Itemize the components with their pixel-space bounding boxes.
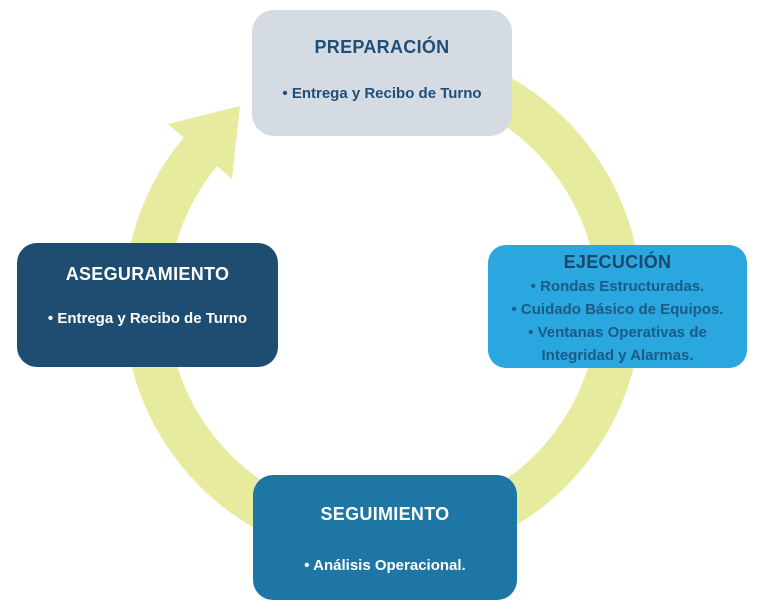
node-item: • Rondas Estructuradas.	[530, 278, 705, 295]
node-seguimiento: SEGUIMIENTO • Análisis Operacional.	[253, 475, 517, 600]
node-ejecucion: EJECUCIÓN • Rondas Estructuradas. • Cuid…	[488, 245, 747, 368]
node-aseguramiento-items: • Entrega y Recibo de Turno	[17, 310, 278, 327]
node-aseguramiento: ASEGURAMIENTO • Entrega y Recibo de Turn…	[17, 243, 278, 367]
node-preparacion-title: PREPARACIÓN	[314, 37, 450, 57]
cycle-arrow-head-icon	[168, 106, 240, 179]
node-ejecucion-title: EJECUCIÓN	[563, 252, 672, 272]
node-aseguramiento-title: ASEGURAMIENTO	[65, 264, 230, 284]
node-preparacion-items: • Entrega y Recibo de Turno	[252, 85, 512, 102]
node-item: • Entrega y Recibo de Turno	[47, 310, 248, 327]
node-ejecucion-items: • Rondas Estructuradas. • Cuidado Básico…	[488, 275, 747, 367]
node-seguimiento-title: SEGUIMIENTO	[320, 504, 450, 524]
node-item: • Entrega y Recibo de Turno	[282, 85, 482, 102]
node-item: • Ventanas Operativas de Integridad y Al…	[528, 324, 707, 364]
node-item: • Análisis Operacional.	[304, 557, 466, 574]
node-seguimiento-items: • Análisis Operacional.	[253, 557, 517, 574]
node-item: • Cuidado Básico de Equipos.	[511, 301, 724, 318]
node-preparacion: PREPARACIÓN • Entrega y Recibo de Turno	[252, 10, 512, 136]
